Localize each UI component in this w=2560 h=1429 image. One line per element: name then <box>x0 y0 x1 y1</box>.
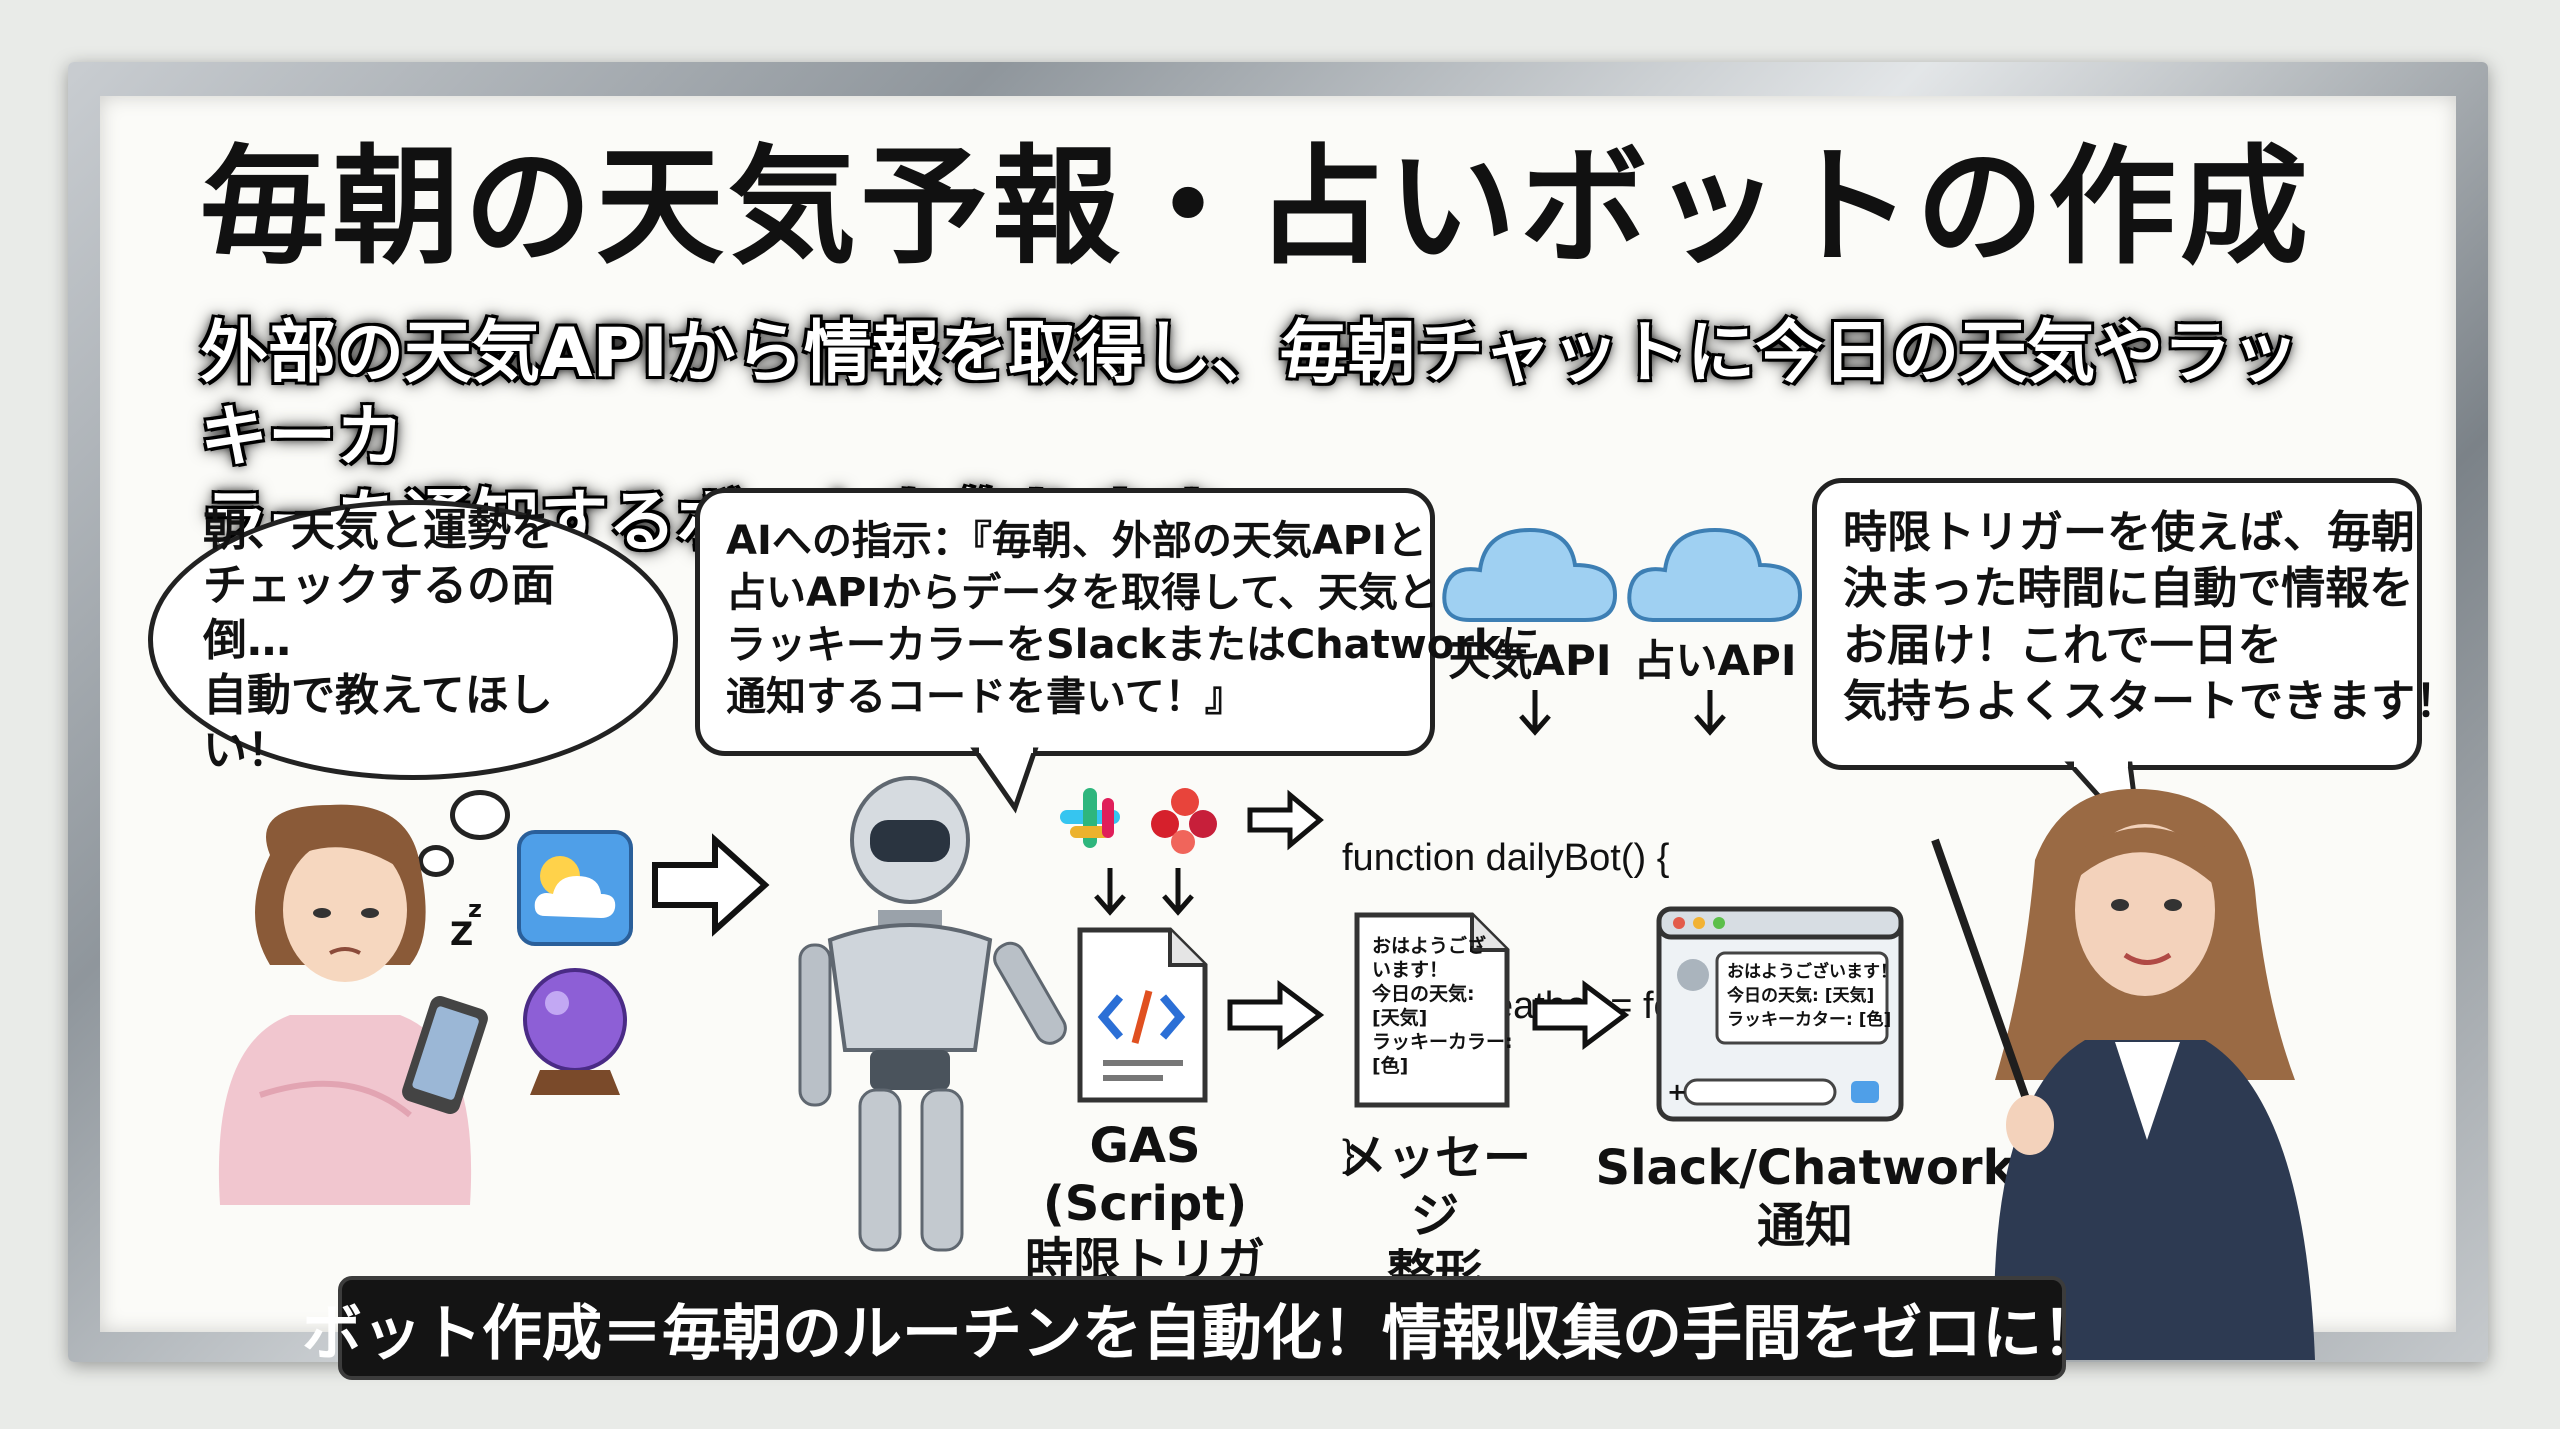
summary-banner: ボット作成＝毎朝のルーチンを自動化！情報収集の手間をゼロに！ <box>302 1276 2102 1380</box>
weather-app-icon <box>517 830 633 946</box>
svg-text-line: います！ <box>1372 959 1448 981</box>
page-title: 毎朝の天気予報・占いボットの作成 <box>200 133 2313 282</box>
svg-text-line: 今日の天気: [天気] <box>1727 985 1874 1006</box>
svg-text:Z: Z <box>450 915 473 953</box>
instruction-line: 通知するコードを書いて！』 <box>726 674 1245 720</box>
svg-text-line: [天気] <box>1372 1006 1427 1029</box>
ai-bubble-tail <box>970 744 1039 814</box>
svg-text-line: ラッキーカター: [色] <box>1727 1009 1891 1030</box>
arrow-down-icon <box>1519 690 1551 736</box>
user-thought-text: 朝、天気と運勢を チェックするの面倒… 自動で教えてほしい！ <box>203 503 623 778</box>
chat-window-text: おはようございます！ 今日の天気: [天気] ラッキーカター: [色] <box>1727 961 1897 1030</box>
arrow-right-icon <box>1227 980 1325 1050</box>
teacher-illustration <box>1931 788 2315 1360</box>
arrow-right-icon <box>652 833 770 937</box>
message-document-text: おはようございます！今日の天気:[天気]ラッキーカラー:[色] <box>1371 934 1513 1077</box>
teacher-speech-text: 時限トリガーを使えば、毎朝 決まった時間に自動で情報を お届け！これで一日を 気… <box>1843 505 2459 730</box>
message-document-icon: おはようございます！今日の天気:[天気]ラッキーカラー:[色] <box>1354 912 1513 1108</box>
subtitle-line: 外部の天気APIから情報を取得し、毎朝チャットに今日の天気やラッキーカ <box>200 314 2300 478</box>
svg-text-line: おはようござ <box>1372 934 1486 957</box>
svg-text:z: z <box>468 895 482 923</box>
thought-dot <box>450 790 510 840</box>
message-label: メッセージ 整形 <box>1325 1130 1545 1303</box>
user-thought-bubble: 朝、天気と運勢を チェックするの面倒… 自動で教えてほしい！ <box>148 500 678 780</box>
weather-api-label: 天気API <box>1448 636 1612 685</box>
arrow-down-icon <box>1694 690 1726 736</box>
arrow-down-icon <box>1094 868 1126 916</box>
svg-text:+: + <box>1667 1078 1687 1106</box>
instruction-line: 占いAPIからデータを取得して、天気と <box>726 570 1438 616</box>
ai-instruction-bubble: AIへの指示：『毎朝、外部の天気APIと 占いAPIからデータを取得して、天気と… <box>695 488 1541 756</box>
robot-illustration <box>798 776 1067 1252</box>
teacher-speech-bubble: 時限トリガーを使えば、毎朝 決まった時間に自動で情報を お届け！これで一日を 気… <box>1812 478 2459 770</box>
svg-text-line: ラッキーカラー: <box>1372 1031 1513 1053</box>
code-line: } <box>1342 1133 1355 1176</box>
teacher-line: お届け！これで一日を <box>1843 619 2282 671</box>
chat-window-icon: おはようございます！ 今日の天気: [天気] ラッキーカター: [色] + <box>1656 906 1904 1122</box>
slack-icon <box>1060 788 1120 848</box>
gas-script-document-icon <box>1077 927 1208 1103</box>
fortune-api-label: 占いAPI <box>1633 636 1797 685</box>
instruction-line: ラッキーカラーをSlackまたはChatworkに <box>726 622 1541 668</box>
svg-text-line: [色] <box>1372 1054 1408 1077</box>
arrow-down-icon <box>1162 868 1194 916</box>
code-line: function dailyBot() { <box>1342 836 1670 879</box>
svg-text-line: 今日の天気: <box>1371 982 1475 1005</box>
tired-user-illustration: Z z <box>218 804 488 1205</box>
teacher-line: 決まった時間に自動で情報を <box>1843 563 2414 615</box>
arrow-right-icon <box>1247 789 1324 851</box>
teacher-line: 時限トリガーを使えば、毎朝 <box>1843 507 2415 558</box>
svg-text-line: おはようございます！ <box>1727 961 1897 982</box>
ai-instruction-text: AIへの指示：『毎朝、外部の天気APIと 占いAPIからデータを取得して、天気と… <box>726 515 1541 723</box>
weather-api-cloud-icon <box>1442 527 1618 622</box>
thought-line: 自動で教えてほしい！ <box>203 669 553 776</box>
crystal-ball-icon <box>523 968 627 1095</box>
arrow-right-icon <box>1532 980 1630 1050</box>
thought-line: チェックするの面倒… <box>203 559 555 666</box>
chatwork-icon <box>1151 788 1217 854</box>
thought-line: 朝、天気と運勢を <box>203 504 555 556</box>
message-label-line: メッセージ <box>1338 1130 1531 1244</box>
notify-label: Slack/Chatwork通知 <box>1595 1140 2015 1254</box>
instruction-line: AIへの指示：『毎朝、外部の天気APIと <box>726 518 1427 564</box>
gas-label-line: GAS (Script) <box>1042 1118 1248 1232</box>
teacher-line: 気持ちよくスタートできます！ <box>1843 675 2459 727</box>
fortune-api-cloud-icon <box>1627 527 1803 622</box>
thought-dot <box>418 845 454 877</box>
